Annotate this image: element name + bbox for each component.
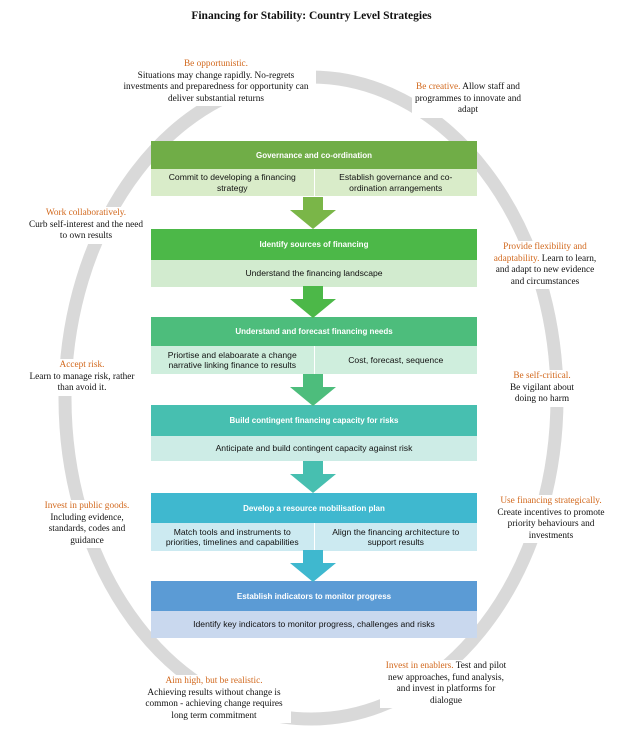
stage-contingent: Build contingent financing capacity for … bbox=[151, 405, 477, 461]
stage-resource-plan: Develop a resource mobilisation plan Mat… bbox=[151, 493, 477, 551]
principle-realistic: Aim high, but be realistic. Achieving re… bbox=[137, 675, 291, 723]
stage-body: Anticipate and build contingent capacity… bbox=[151, 436, 477, 461]
principle-heading: Invest in public goods. bbox=[44, 501, 130, 511]
principle-heading: Provide flexibility and adaptability. bbox=[493, 242, 587, 264]
principle-heading: Be self-critical. bbox=[513, 371, 571, 381]
stage-cell: Align the financing architecture to supp… bbox=[313, 523, 478, 551]
stage-body: Identify key indicators to monitor progr… bbox=[151, 611, 477, 638]
principle-heading: Use financing strategically. bbox=[500, 496, 602, 506]
stage-cell: Anticipate and build contingent capacity… bbox=[215, 443, 413, 454]
stage-cell: Establish governance and co-ordination a… bbox=[313, 169, 478, 196]
principle-collaborative: Work collaboratively. Curb self-interest… bbox=[25, 207, 147, 244]
principle-flexibility: Provide flexibility and adaptability. Le… bbox=[490, 241, 600, 289]
stage-needs: Understand and forecast financing needs … bbox=[151, 317, 477, 374]
principle-strategic: Use financing strategically. Create ince… bbox=[494, 495, 608, 543]
principle-text: Situations may change rapidly. No-regret… bbox=[123, 70, 309, 104]
principle-accept-risk: Accept risk. Learn to manage risk, rathe… bbox=[25, 359, 139, 396]
stage-cell: Match tools and instruments to prioritie… bbox=[165, 526, 299, 548]
principle-text: Be vigilant about doing no harm bbox=[509, 382, 575, 405]
principle-heading: Be opportunistic. bbox=[183, 59, 249, 69]
principle-text: Test and pilot new approaches, fund anal… bbox=[388, 661, 507, 706]
stage-body: Match tools and instruments to prioritie… bbox=[151, 523, 477, 551]
stage-cell: Understand the financing landscape bbox=[245, 268, 383, 279]
principle-text: Learn to manage risk, rather than avoid … bbox=[29, 371, 135, 394]
stage-body: Priortise and elaboarate a change narrat… bbox=[151, 346, 477, 374]
stage-cell: Commit to developing a financing strateg… bbox=[168, 172, 296, 193]
principle-self-critical: Be self-critical. Be vigilant about doin… bbox=[499, 370, 585, 407]
down-arrow-icon bbox=[290, 461, 336, 493]
stage-header: Understand and forecast financing needs bbox=[151, 317, 477, 346]
principle-heading: Work collaboratively. bbox=[45, 208, 127, 218]
stage-cell: Identify key indicators to monitor progr… bbox=[193, 619, 435, 630]
stage-header: Identify sources of financing bbox=[151, 229, 477, 260]
stage-header: Governance and co-ordination bbox=[151, 141, 477, 169]
stage-indicators: Establish indicators to monitor progress… bbox=[151, 581, 477, 638]
down-arrow-icon bbox=[290, 197, 336, 229]
principle-heading: Be creative. bbox=[416, 82, 461, 92]
stage-governance: Governance and co-ordination Commit to d… bbox=[151, 141, 477, 196]
principle-text: Allow staff and programmes to innovate a… bbox=[414, 82, 522, 115]
stage-cell: Priortise and elaboarate a change narrat… bbox=[167, 349, 297, 371]
down-arrow-icon bbox=[290, 374, 336, 406]
principle-text: Including evidence, standards, codes and… bbox=[48, 512, 126, 546]
down-arrow-icon bbox=[290, 286, 336, 318]
principle-text: Achieving results without change is comm… bbox=[145, 687, 283, 721]
diagram-title: Financing for Stability: Country Level S… bbox=[191, 10, 432, 22]
principle-enablers: Invest in enablers. Test and pilot new a… bbox=[380, 660, 512, 708]
principle-opportunistic: Be opportunistic. Situations may change … bbox=[116, 58, 316, 106]
principle-heading: Accept risk. bbox=[59, 360, 105, 370]
principle-text: Learn to learn, and adapt to new evidenc… bbox=[495, 253, 597, 287]
principle-public-goods: Invest in public goods. Including eviden… bbox=[38, 500, 136, 548]
principle-heading: Invest in enablers. bbox=[385, 661, 454, 671]
principle-heading: Aim high, but be realistic. bbox=[165, 676, 263, 686]
principle-text: Curb self-interest and the need to own r… bbox=[28, 219, 144, 242]
stage-header: Build contingent financing capacity for … bbox=[151, 405, 477, 436]
down-arrow-icon bbox=[290, 550, 336, 582]
stage-cell: Cost, forecast, sequence bbox=[313, 346, 478, 374]
stage-body: Commit to developing a financing strateg… bbox=[151, 169, 477, 196]
stage-header: Establish indicators to monitor progress bbox=[151, 581, 477, 611]
stage-sources: Identify sources of financing Understand… bbox=[151, 229, 477, 287]
principle-creative: Be creative. Allow staff and programmes … bbox=[412, 81, 524, 118]
principle-text: Create incentives to promote priority be… bbox=[497, 507, 605, 541]
stage-header: Develop a resource mobilisation plan bbox=[151, 493, 477, 523]
stage-body: Understand the financing landscape bbox=[151, 260, 477, 287]
